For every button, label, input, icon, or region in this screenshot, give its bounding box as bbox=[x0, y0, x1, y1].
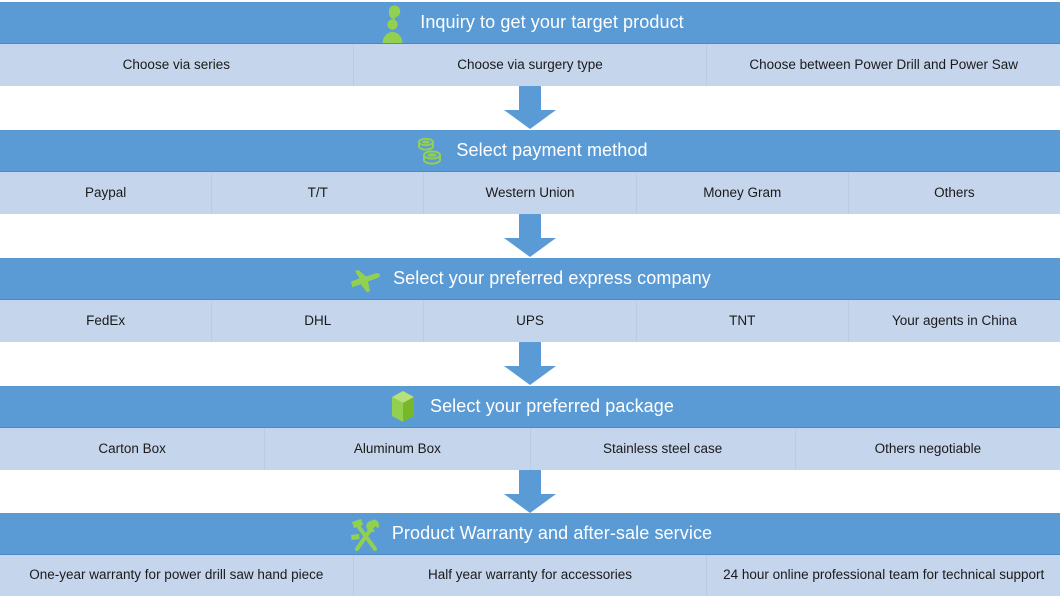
option-24-hour-support[interactable]: 24 hour online professional team for tec… bbox=[723, 567, 1045, 583]
option-stainless-steel-case[interactable]: Stainless steel case bbox=[531, 428, 796, 470]
package-box-icon bbox=[386, 389, 420, 427]
step-package: Select your preferred package Carton Box… bbox=[0, 386, 1060, 470]
down-arrow-1 bbox=[500, 86, 560, 130]
options-row-warranty: One-year warranty for power drill saw ha… bbox=[0, 554, 1060, 596]
step-inquiry: Inquiry to get your target product Choos… bbox=[0, 2, 1060, 86]
option-half-year-warranty[interactable]: Half year warranty for accessories bbox=[354, 554, 708, 596]
option-ups[interactable]: UPS bbox=[424, 300, 637, 342]
option-choose-via-surgery-type[interactable]: Choose via surgery type bbox=[354, 44, 708, 86]
step-header-express: Select your preferred express company bbox=[0, 258, 1060, 300]
option-dhl[interactable]: DHL bbox=[212, 300, 425, 342]
step-header-inquiry: Inquiry to get your target product bbox=[0, 2, 1060, 44]
step-title: Select your preferred package bbox=[429, 396, 675, 416]
option-carton-box[interactable]: Carton Box bbox=[0, 428, 266, 470]
options-row-payment: Paypal T/T Western Union Money Gram Othe… bbox=[0, 172, 1060, 214]
option-aluminum-box[interactable]: Aluminum Box bbox=[265, 428, 531, 470]
airplane-icon bbox=[349, 261, 383, 299]
option-choose-drill-or-saw[interactable]: Choose between Power Drill and Power Saw bbox=[749, 56, 1018, 72]
options-row-inquiry: Choose via series Choose via surgery typ… bbox=[0, 44, 1060, 86]
step-title: Select your preferred express company bbox=[393, 268, 711, 288]
step-header-package: Select your preferred package bbox=[0, 386, 1060, 428]
step-warranty: Product Warranty and after-sale service … bbox=[0, 513, 1060, 596]
step-payment: Select payment method Paypal T/T Western… bbox=[0, 130, 1060, 214]
option-paypal[interactable]: Paypal bbox=[0, 172, 213, 214]
option-tnt[interactable]: TNT bbox=[637, 300, 849, 342]
coins-stack-icon bbox=[412, 133, 446, 171]
down-arrow-4 bbox=[500, 470, 560, 514]
step-header-warranty: Product Warranty and after-sale service bbox=[0, 513, 1060, 555]
option-tt[interactable]: T/T bbox=[212, 172, 425, 214]
step-title: Product Warranty and after-sale service bbox=[391, 523, 713, 543]
step-express: Select your preferred express company Fe… bbox=[0, 258, 1060, 342]
option-one-year-warranty[interactable]: One-year warranty for power drill saw ha… bbox=[0, 554, 354, 596]
hammer-wrench-tools-icon bbox=[348, 516, 382, 554]
option-western-union[interactable]: Western Union bbox=[424, 172, 637, 214]
down-arrow-3 bbox=[500, 342, 560, 386]
option-choose-via-series[interactable]: Choose via series bbox=[0, 44, 354, 86]
down-arrow-2 bbox=[500, 214, 560, 258]
options-row-package: Carton Box Aluminum Box Stainless steel … bbox=[0, 428, 1060, 470]
step-header-payment: Select payment method bbox=[0, 130, 1060, 172]
option-money-gram[interactable]: Money Gram bbox=[637, 172, 849, 214]
step-title: Select payment method bbox=[456, 140, 648, 160]
option-others[interactable]: Others bbox=[934, 184, 975, 200]
step-title: Inquiry to get your target product bbox=[420, 12, 684, 32]
option-fedex[interactable]: FedEx bbox=[0, 300, 213, 342]
option-your-agents-in-china[interactable]: Your agents in China bbox=[891, 312, 1017, 328]
options-row-express: FedEx DHL UPS TNT Your agents in China bbox=[0, 300, 1060, 342]
customer-service-person-icon bbox=[376, 5, 410, 43]
option-others-negotiable[interactable]: Others negotiable bbox=[874, 440, 982, 456]
